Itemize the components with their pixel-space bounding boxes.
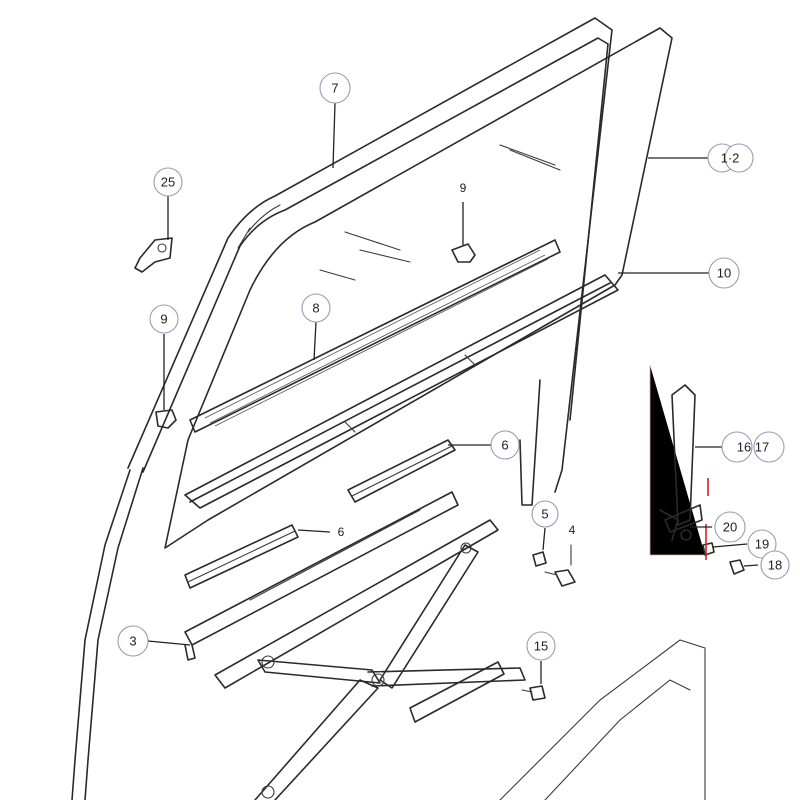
- guide-6-lower: [184, 524, 299, 589]
- callout-18: 18: [760, 550, 790, 580]
- callout-5: 5: [531, 500, 559, 528]
- callout-20-label: 20: [723, 520, 737, 535]
- glass-lower-channel: [184, 274, 619, 509]
- callout-19-label: 19: [755, 537, 769, 552]
- door-frame-channel: [71, 17, 613, 800]
- callout-1-2: 1·2: [707, 143, 754, 173]
- regulator-rail: [184, 491, 459, 661]
- callout-8: 8: [301, 293, 331, 323]
- rear-channel-detail: [649, 365, 745, 575]
- callout-5-label: 5: [541, 507, 548, 522]
- callout-15-label: 15: [534, 639, 548, 654]
- callout-20: 20: [714, 511, 746, 543]
- callout-9-lower-label: 9: [160, 312, 167, 327]
- guide-6-upper: [347, 439, 456, 503]
- callout-6-upper-label: 6: [501, 438, 508, 453]
- callout-6-upper: 6: [490, 430, 520, 460]
- clip-9-lower: [155, 409, 177, 429]
- callout-7-label: 7: [331, 81, 338, 96]
- door-panel: [499, 639, 706, 800]
- clip-9-upper: [451, 243, 476, 263]
- callout-6-lower-label: 6: [338, 525, 345, 539]
- callout-1-2-label: 1·2: [721, 151, 740, 166]
- callout-9-upper: 9: [460, 181, 467, 195]
- screw-part-15: [521, 685, 546, 701]
- clip-part: [134, 237, 173, 273]
- callout-6-lower: 6: [338, 525, 345, 539]
- callout-16-17: 16 17: [721, 431, 785, 463]
- callout-18-label: 18: [768, 558, 782, 573]
- nut-part-5: [532, 551, 547, 567]
- callout-9-upper-label: 9: [460, 181, 467, 195]
- callout-16-17-label: 16 17: [737, 440, 770, 455]
- callout-8-label: 8: [312, 301, 319, 316]
- callout-25-label: 25: [161, 175, 175, 190]
- window-regulator: [214, 519, 526, 800]
- callout-7: 7: [319, 72, 351, 104]
- callout-15: 15: [526, 631, 556, 661]
- callout-3: 3: [117, 625, 149, 657]
- callout-4-label: 4: [569, 523, 576, 537]
- callout-3-label: 3: [129, 634, 136, 649]
- callout-25: 25: [153, 167, 183, 197]
- callout-10: 10: [708, 257, 740, 289]
- bolt-part-4: [544, 544, 576, 587]
- callout-4: 4: [569, 523, 576, 537]
- callout-9-lower: 9: [149, 304, 179, 334]
- inner-weatherstrip: [189, 239, 561, 433]
- leader-lines: [147, 102, 759, 684]
- callout-10-label: 10: [717, 266, 731, 281]
- door-glass: [164, 27, 673, 549]
- callout-19: 19: [747, 529, 777, 559]
